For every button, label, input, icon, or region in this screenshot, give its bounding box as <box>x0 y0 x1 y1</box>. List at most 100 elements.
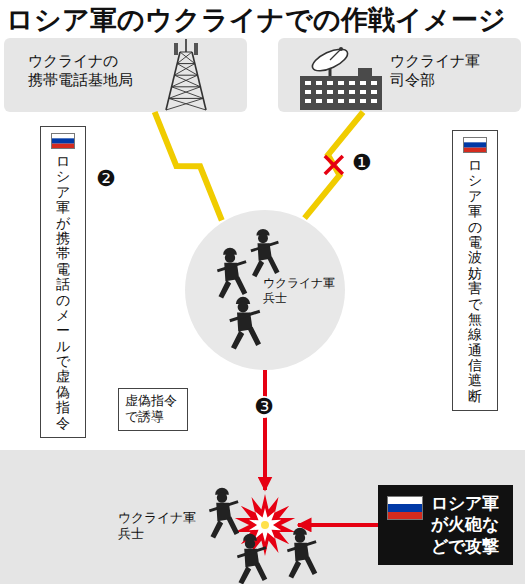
drawing-part <box>339 47 343 51</box>
drawing-part <box>295 532 305 542</box>
drawing-part <box>330 49 341 60</box>
drawing-part <box>166 98 203 110</box>
drawing-part <box>327 81 333 85</box>
drawing-part <box>172 87 204 99</box>
drawing-part <box>464 138 487 153</box>
drawing-part <box>239 563 268 584</box>
drawing-part <box>309 45 350 76</box>
soldier-figure <box>217 248 247 299</box>
soldier-circle: ウクライナ軍 兵士 <box>185 210 345 370</box>
drawing-part <box>252 256 280 277</box>
drawing-part <box>177 52 192 64</box>
drawing-part <box>287 542 316 551</box>
drawing-part <box>360 81 366 85</box>
drawing-part <box>371 81 377 85</box>
diagram-title: ロシア軍のウクライナでの作戦イメージ <box>6 2 506 38</box>
drawing-part <box>172 75 198 87</box>
drawing-part <box>338 99 344 103</box>
soldier-figure <box>237 534 267 584</box>
node-text: ウクライナの 携帯電話基地局 <box>28 52 138 90</box>
drawing-part <box>349 90 355 94</box>
drawing-part <box>185 210 345 370</box>
node-text: ロシア軍 が火砲な どで攻撃 <box>431 493 504 557</box>
node-text: ウクライナ軍 司令部 <box>390 52 485 90</box>
drawing-part <box>174 43 178 55</box>
drawing-part <box>52 134 75 149</box>
base-station-panel: ウクライナの 携帯電話基地局 <box>4 38 247 112</box>
drawing-part <box>316 99 322 103</box>
drawing-part <box>360 90 366 94</box>
drawing-part <box>349 81 355 85</box>
drawing-part <box>316 81 322 85</box>
drawing-part <box>387 504 423 512</box>
drawing-part <box>219 277 248 299</box>
drawing-part <box>211 517 240 539</box>
drawing-part <box>185 39 187 52</box>
drawing-part <box>238 302 249 313</box>
drawing-part <box>172 86 201 87</box>
red-arrow <box>298 523 378 527</box>
drawing-part <box>388 497 423 520</box>
russian-flag <box>463 137 487 153</box>
drawing-part <box>289 557 318 579</box>
jamming-cross <box>325 156 343 174</box>
vertical-callout-text: ロシア軍が携帯電話 のメールで虚偽指令 <box>56 154 70 431</box>
callout-holder: ❸ <box>254 396 274 418</box>
drawing-part <box>177 63 195 64</box>
drawing-part <box>177 64 197 76</box>
drawing-part <box>231 327 261 350</box>
soldier-figure <box>230 297 261 350</box>
callout-box: ロシア軍の電波妨害 で無線通信遮断 <box>452 130 498 411</box>
drawing-part <box>387 496 423 504</box>
drawing-part <box>237 548 266 557</box>
red-arrow <box>263 370 267 490</box>
drawing-part <box>371 99 377 103</box>
callout-number: ❷ <box>96 168 116 190</box>
drawing-part <box>305 81 311 85</box>
drawing-part <box>169 98 206 110</box>
callout-holder: ❶ <box>352 152 372 174</box>
drawing-part <box>217 492 227 502</box>
callout-box: 虚偽指令 で誘導 <box>118 388 188 431</box>
drawing-part <box>4 38 247 112</box>
node-text: ウクライナ軍 兵士 <box>118 510 200 543</box>
drawing-part <box>371 90 377 94</box>
drawing-part <box>258 233 268 243</box>
drawing-part <box>180 52 195 64</box>
drawing-part <box>387 512 423 520</box>
drawing-part <box>305 90 311 94</box>
drawing-part <box>278 38 521 112</box>
vertical-callout-text: ロシア軍の電波妨害 で無線通信遮断 <box>468 158 482 404</box>
drawing-part <box>245 538 255 548</box>
node-text: 虚偽指令 で誘導 <box>125 393 181 426</box>
drawing-part <box>174 75 200 87</box>
node-text: ウクライナ軍 兵士 <box>263 276 337 306</box>
drawing-part <box>169 87 201 99</box>
drawing-part <box>251 242 279 251</box>
radio-signal-bolt <box>155 112 222 220</box>
drawing-part <box>338 90 344 94</box>
drawing-part <box>217 262 246 271</box>
headquarters-panel: ウクライナ軍 司令部 <box>278 38 521 112</box>
drawing-part <box>261 521 269 529</box>
attack-box: ロシア軍 が火砲な どで攻撃 <box>378 485 513 565</box>
drawing-part <box>358 68 372 76</box>
soldier-figure <box>287 528 317 579</box>
drawing-part <box>169 98 203 99</box>
drawing-part <box>225 252 235 262</box>
soldier-figure <box>251 229 280 277</box>
drawing-part <box>174 75 197 76</box>
drawing-part <box>463 142 487 147</box>
drawing-part <box>51 138 75 143</box>
drawing-part <box>338 81 344 85</box>
drawing-part <box>235 494 295 556</box>
callout-holder: ❷ <box>96 168 116 190</box>
russian-flag <box>387 496 423 520</box>
callout-number: ❶ <box>352 152 372 174</box>
callout-box: ロシア軍が携帯電話 のメールで虚偽指令 <box>40 126 86 438</box>
drawing-part <box>174 64 194 76</box>
drawing-part <box>327 90 333 94</box>
drawing-part <box>209 502 238 511</box>
